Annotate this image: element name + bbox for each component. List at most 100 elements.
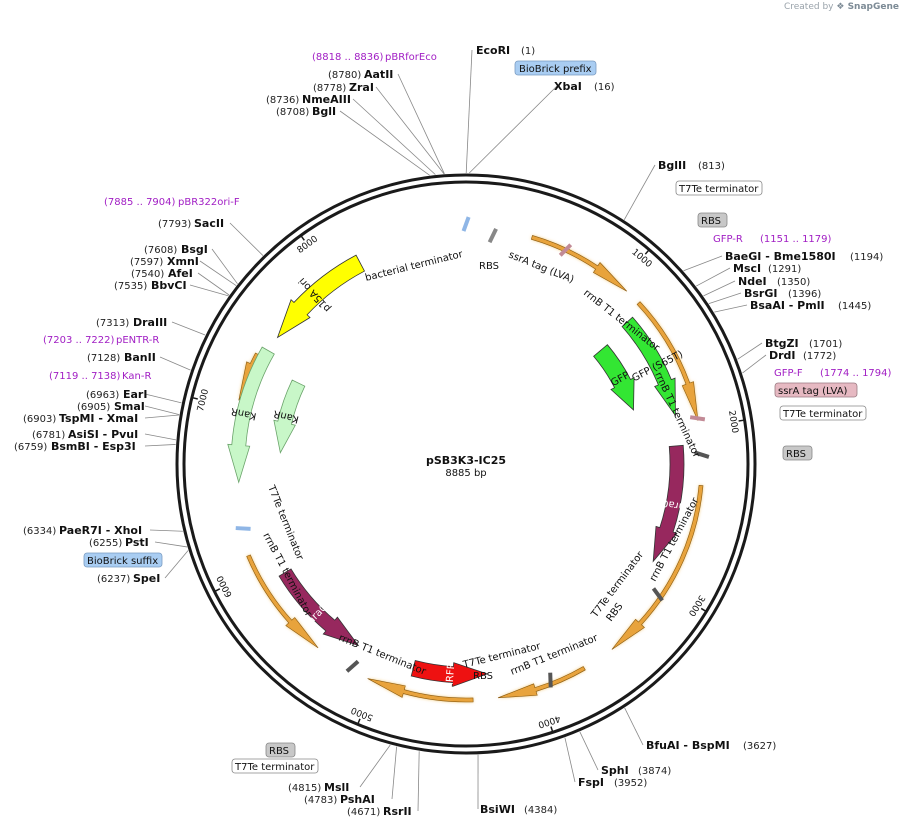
enzyme-bglii[interactable]: BglII [658,159,686,172]
orf-arc-1[interactable] [636,301,699,421]
leader-lines [144,49,767,812]
feature-arac-3[interactable] [652,444,685,563]
feature-mrfp1-5[interactable] [410,660,489,688]
enzyme-bsiwi[interactable]: BsiWI [480,803,515,816]
small-feature-7[interactable] [235,526,251,531]
enzyme-xbai[interactable]: XbaI [554,80,582,93]
label-t7te-terminator-1[interactable]: T7Te terminator [675,180,763,196]
primer-gfp-r[interactable]: GFP-R [713,234,743,245]
leader-line-2 [623,164,656,220]
enzyme-eari[interactable]: EarI [123,388,147,401]
enzyme-btgzi[interactable]: BtgZI [765,337,799,350]
small-feature-0[interactable] [461,216,471,232]
enzyme-bsmbi-pos: (6759) [14,442,47,453]
leader-line-10 [624,707,644,746]
enzyme-xmni[interactable]: XmnI [167,255,199,268]
label-ssra-tag[interactable]: ssrA tag (LVA) [774,382,858,398]
tick-label-2000: 2000 [726,410,739,434]
enzyme-banii[interactable]: BanII [124,351,156,364]
tick-5000 [356,718,361,725]
enzyme-spei[interactable]: SpeI [133,572,160,585]
feature-kanr-6[interactable] [227,346,275,484]
enzyme-draiii[interactable]: DraIII [133,316,167,329]
feature-gfp-2[interactable] [593,344,635,411]
enzyme-paer7i[interactable]: PaeR7I - XhoI [59,524,142,537]
orf-arc-3[interactable] [497,666,586,699]
enzyme-zrai[interactable]: ZraI [349,81,374,94]
small-feature-6[interactable] [548,672,553,688]
leader-line-16 [359,744,391,788]
label-biobrick-suffix-text: BioBrick suffix [87,556,158,567]
enzyme-bsaai-pos: (1445) [838,301,871,312]
primer-pbr322ori-f[interactable]: pBR322ori-F [178,197,240,208]
enzyme-smai[interactable]: SmaI [114,400,145,413]
leader-line-12 [564,737,576,783]
label-ssra-tag-text: ssrA tag (LVA) [778,386,848,397]
enzyme-tspmi[interactable]: TspMI - XmaI [59,412,138,425]
label-rbs-1[interactable]: RBS [697,212,728,228]
enzyme-bbvci[interactable]: BbvCI [151,279,187,292]
primer-pentr-r[interactable]: pENTR-R [116,335,159,346]
label-biobrick-suffix[interactable]: BioBrick suffix [83,552,163,568]
enzyme-bsaai[interactable]: BsaAI - PmlI [750,299,825,312]
primer-pbrforeco-range: (8818 .. 8836) [312,52,384,63]
enzyme-afei[interactable]: AfeI [168,267,193,280]
label-t7te-terminator-2[interactable]: T7Te terminator [779,405,867,421]
credit-brand: SnapGene [847,2,899,12]
small-feature-2[interactable] [558,243,573,257]
label-rbs-3[interactable]: RBS [265,742,296,758]
enzyme-msli-pos: (4815) [288,783,321,794]
label-biobrick-prefix[interactable]: BioBrick prefix [514,60,597,76]
enzyme-ndei-pos: (1350) [777,277,810,288]
primer-gfp-f[interactable]: GFP-F [774,368,803,379]
enzyme-msli[interactable]: MslI [324,781,349,794]
feature-gfp-s65t--1[interactable] [621,316,676,417]
enzyme-msci[interactable]: MscI [733,262,761,275]
primer-pbrforeco[interactable]: pBRforEco [385,52,437,63]
feature-arac-4[interactable] [278,568,360,647]
enzyme-bsrgi[interactable]: BsrGI [744,287,777,300]
enzyme-pshai[interactable]: PshAI [340,793,375,806]
enzyme-ndei[interactable]: NdeI [738,275,767,288]
enzyme-sphi[interactable]: SphI [601,764,629,777]
enzyme-rsrii[interactable]: RsrII [383,805,412,818]
label-rbs-2[interactable]: RBS [782,445,813,461]
enzyme-bfuai[interactable]: BfuAI - BspMI [646,739,730,752]
enzyme-asisi[interactable]: AsiSI - PvuI [68,428,138,441]
orf-arc-0[interactable] [530,235,628,292]
leader-line-14 [417,751,420,812]
small-feature-1[interactable] [487,228,498,244]
enzyme-bgli[interactable]: BglI [312,105,336,118]
primer-kan-r[interactable]: Kan-R [122,371,151,382]
enzyme-ecori[interactable]: EcoRI [476,44,510,57]
tick-3000 [700,607,707,613]
small-feature-4[interactable] [694,450,710,459]
credit-prefix: Created by [783,2,834,12]
small-feature-5[interactable] [651,587,664,602]
enzyme-drdi-pos: (1772) [803,351,836,362]
inner-rbs-3: RBS [473,671,493,682]
enzyme-psti[interactable]: PstI [125,536,149,549]
feature-label-5: mRFP1 [444,657,458,693]
label-rbs-1-text: RBS [701,216,721,227]
plasmid-name: pSB3K3-IC25 [426,454,506,467]
orf-arc-5[interactable] [246,554,319,649]
feature-kanr-7[interactable] [273,379,306,454]
enzyme-fspi[interactable]: FspI [578,776,604,789]
enzyme-bsmbi[interactable]: BsmBI - Esp3I [51,440,136,453]
inner-bacterial-terminator: bacterial terminator [364,249,465,284]
enzyme-baegi[interactable]: BaeGI - Bme1580I [725,250,836,263]
inner-ssra-tag: ssrA tag (LVA) [507,250,576,286]
orf-arc-4[interactable] [367,678,474,703]
enzyme-bsgi[interactable]: BsgI [181,243,208,256]
enzyme-aatii[interactable]: AatII [364,68,393,81]
enzyme-nmeaiii[interactable]: NmeAIII [302,93,351,106]
small-feature-3[interactable] [689,415,706,422]
enzyme-sacii[interactable]: SacII [194,217,224,230]
orf-arc-2[interactable] [611,484,704,650]
enzyme-btgzi-pos: (1701) [809,339,842,350]
small-feature-8[interactable] [345,659,360,673]
label-t7te-terminator-3[interactable]: T7Te terminator [231,758,319,774]
feature-p15a-ori-0[interactable] [276,254,366,339]
enzyme-drdi[interactable]: DrdI [769,349,796,362]
